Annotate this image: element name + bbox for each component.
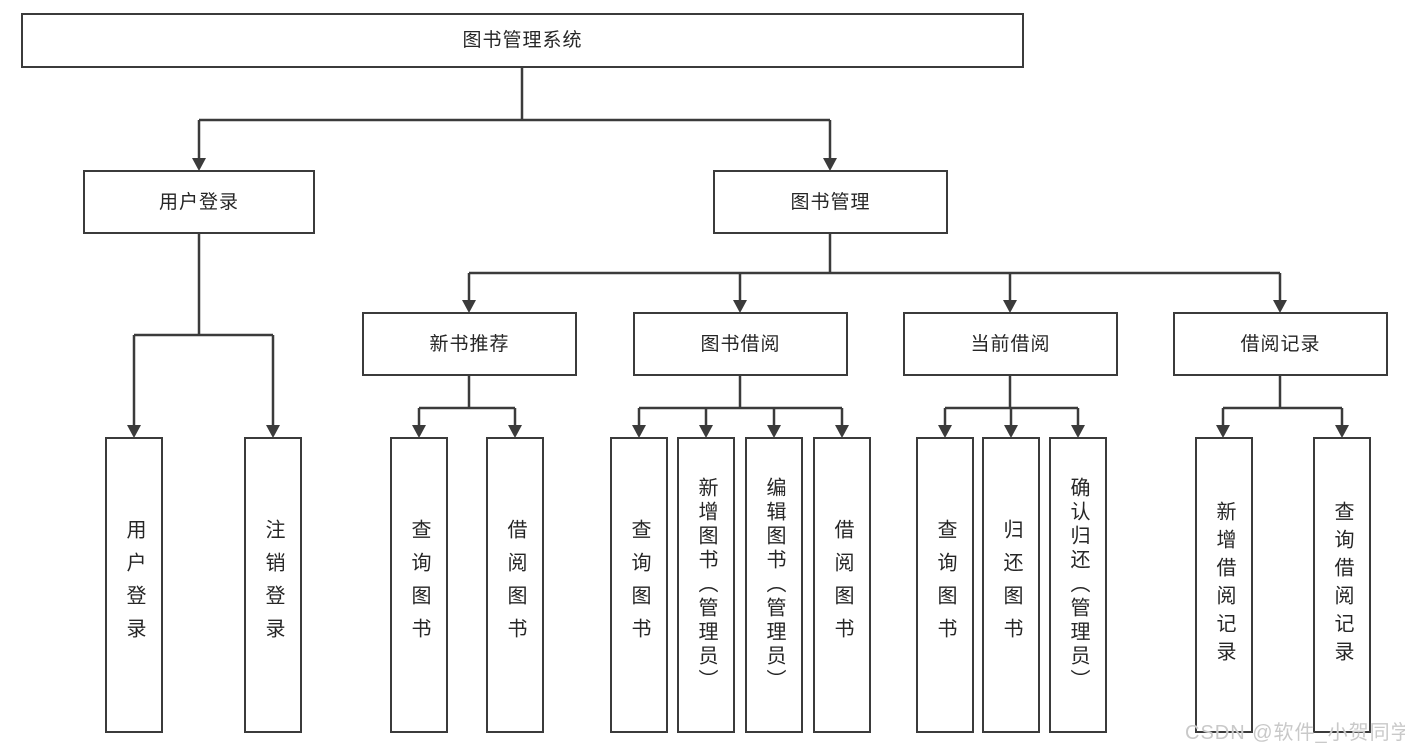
leaf-borrow-book-borrow: 借阅图书 [813,437,871,733]
node-label: 新增借阅记录 [1213,501,1235,669]
node-label: 注销登录 [262,519,284,651]
node-book-borrow: 图书借阅 [633,312,848,376]
leaf-confirm-return-admin: 确认归还（管理员） [1049,437,1107,733]
leaf-return-book: 归还图书 [982,437,1040,733]
watermark: CSDN @软件_小贺同学 [1185,722,1405,744]
node-label: 查询图书 [934,519,956,651]
node-user-login: 用户登录 [83,170,315,234]
node-label: 查询图书 [408,519,430,651]
node-label: 借阅图书 [831,519,853,651]
leaf-add-book-admin: 新增图书（管理员） [677,437,735,733]
leaf-borrow-book-newbook: 借阅图书 [486,437,544,733]
leaf-query-borrow-record: 查询借阅记录 [1313,437,1371,733]
node-label: 查询图书 [628,519,650,651]
node-label: 借阅记录 [1240,333,1321,355]
node-label: 新增图书（管理员） [695,477,717,693]
node-label: 图书管理 [790,191,871,213]
node-label: 用户登录 [158,191,239,213]
node-label: 用户登录 [123,519,145,651]
leaf-query-book-newbook: 查询图书 [390,437,448,733]
node-library-management-system: 图书管理系统 [21,13,1024,68]
node-label: 图书借阅 [700,333,781,355]
node-new-book-recommend: 新书推荐 [362,312,577,376]
node-label: 归还图书 [1000,519,1022,651]
leaf-query-book-borrow: 查询图书 [610,437,668,733]
node-label: 编辑图书（管理员） [763,477,785,693]
node-current-borrow: 当前借阅 [903,312,1118,376]
node-label: 图书管理系统 [462,30,583,51]
node-label: 新书推荐 [429,333,510,355]
node-borrow-records: 借阅记录 [1173,312,1388,376]
node-label: 查询借阅记录 [1331,501,1353,669]
leaf-logout: 注销登录 [244,437,302,733]
node-book-management: 图书管理 [713,170,948,234]
node-label: 确认归还（管理员） [1067,477,1089,693]
leaf-user-login: 用户登录 [105,437,163,733]
leaf-add-borrow-record: 新增借阅记录 [1195,437,1253,733]
leaf-query-book-current: 查询图书 [916,437,974,733]
node-label: 当前借阅 [970,333,1051,355]
node-label: 借阅图书 [504,519,526,651]
leaf-edit-book-admin: 编辑图书（管理员） [745,437,803,733]
